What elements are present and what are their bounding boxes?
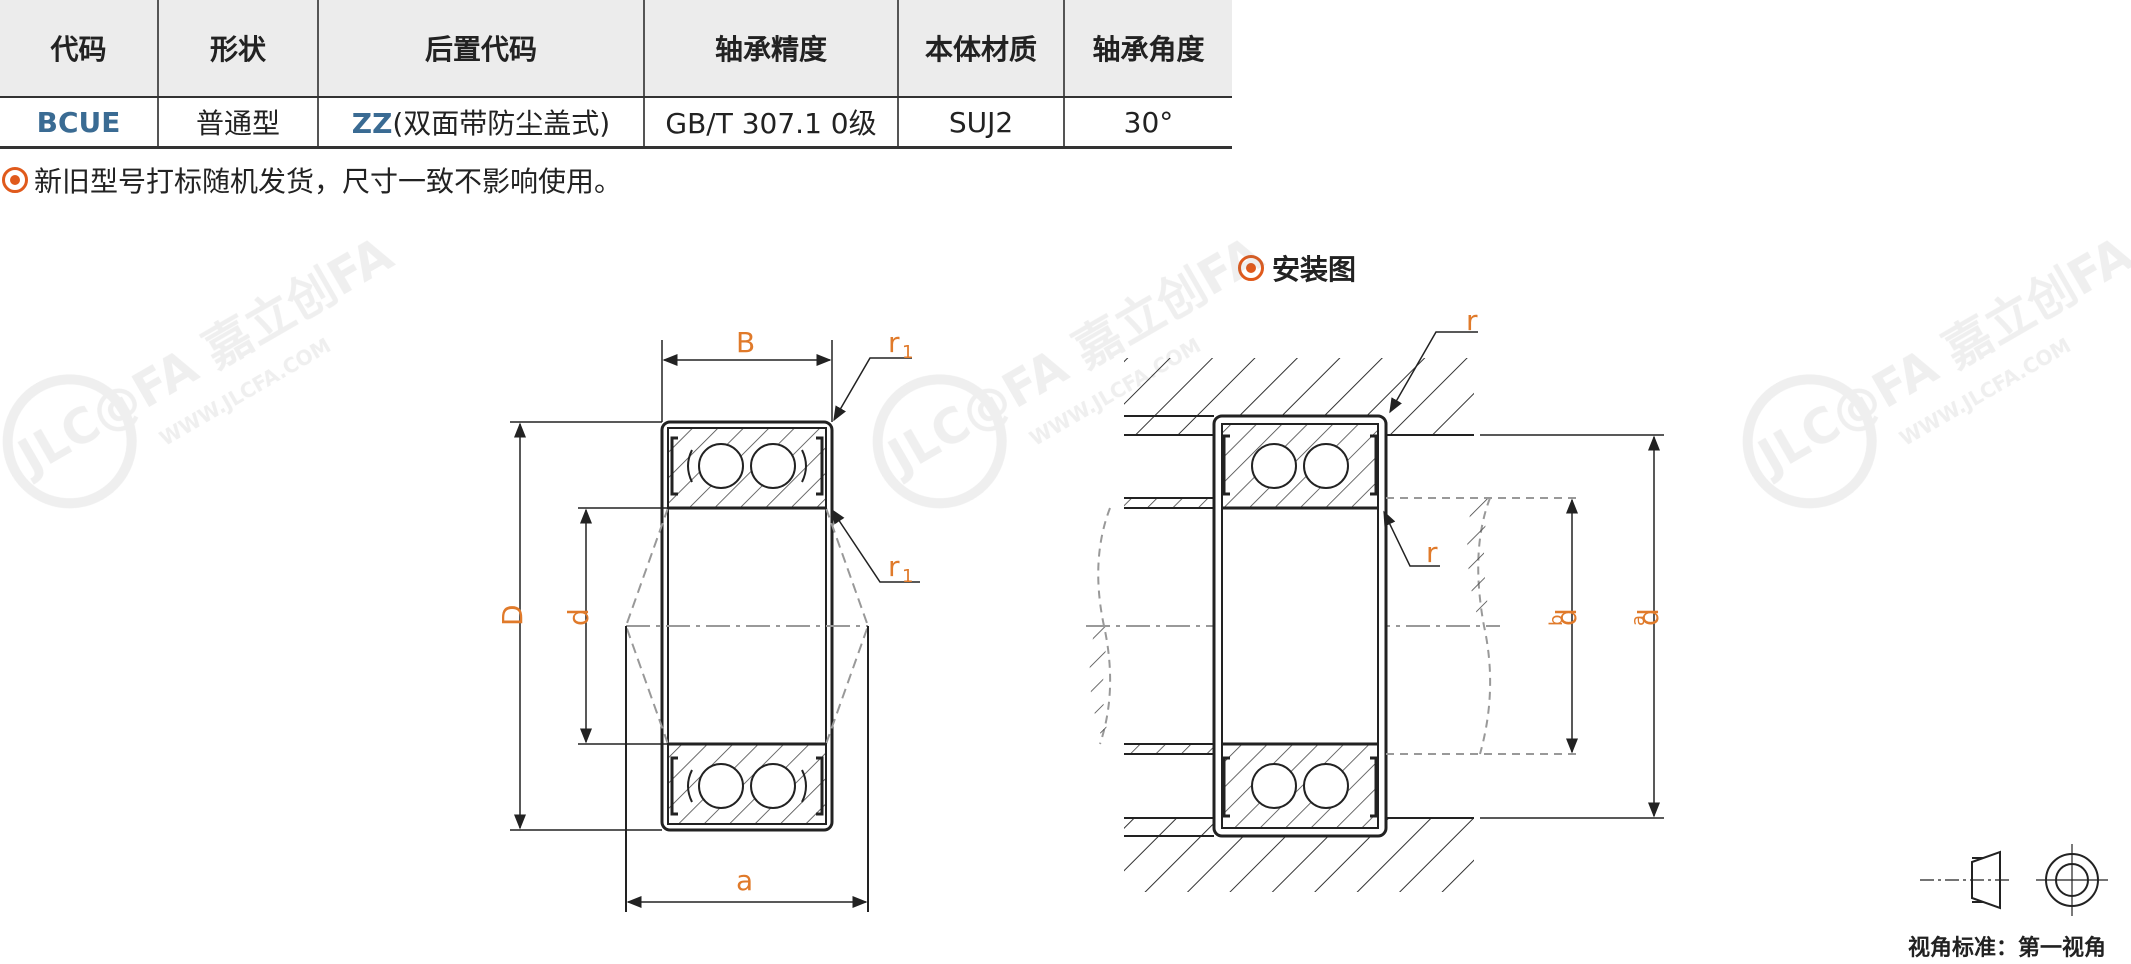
view-standard: 视角标准：第一视角 bbox=[1908, 936, 2107, 961]
cell-angle: 30° bbox=[1064, 97, 1232, 149]
header-shape: 形状 bbox=[158, 0, 319, 98]
bearing-section-view bbox=[510, 340, 920, 912]
suffix-code: ZZ bbox=[351, 107, 393, 140]
label-db-sub: b bbox=[1546, 615, 1567, 626]
cell-precision: GB/T 307.1 0级 bbox=[644, 97, 899, 149]
label-a: a bbox=[736, 864, 753, 897]
cell-material: SUJ2 bbox=[898, 97, 1065, 149]
projection-symbol-icon bbox=[1920, 844, 2108, 916]
cell-shape: 普通型 bbox=[158, 97, 319, 149]
table-header-row: 代码 形状 后置代码 轴承精度 本体材质 轴承角度 bbox=[0, 0, 1232, 98]
label-d: d bbox=[562, 608, 595, 626]
label-da: d bbox=[1632, 608, 1665, 626]
note: 新旧型号打标随机发货，尺寸一致不影响使用。 bbox=[2, 160, 622, 200]
cell-suffix: ZZ(双面带防尘盖式) bbox=[318, 97, 645, 149]
note-text: 新旧型号打标随机发货，尺寸一致不影响使用。 bbox=[34, 165, 623, 198]
header-angle: 轴承角度 bbox=[1064, 0, 1232, 98]
spec-table: 代码 形状 后置代码 轴承精度 本体材质 轴承角度 BCUE 普通型 ZZ(双面… bbox=[0, 0, 1232, 149]
header-code: 代码 bbox=[0, 0, 159, 98]
label-r1-bottom: r bbox=[888, 550, 900, 583]
table-row: BCUE 普通型 ZZ(双面带防尘盖式) GB/T 307.1 0级 SUJ2 … bbox=[0, 97, 1232, 149]
bullet-icon bbox=[2, 167, 28, 193]
label-r1-bottom-sub: 1 bbox=[902, 566, 913, 587]
install-title: 安装图 bbox=[1238, 248, 1356, 288]
cell-code: BCUE bbox=[0, 97, 159, 149]
label-db: d bbox=[1550, 608, 1583, 626]
bullet-icon bbox=[1238, 255, 1264, 281]
install-title-text: 安装图 bbox=[1272, 253, 1357, 286]
label-B: B bbox=[736, 326, 755, 359]
label-r1-top-sub: 1 bbox=[902, 342, 913, 363]
label-da-sub: a bbox=[1628, 615, 1649, 626]
label-r-mid: r bbox=[1426, 536, 1438, 569]
suffix-desc: (双面带防尘盖式) bbox=[392, 107, 611, 140]
header-material: 本体材质 bbox=[898, 0, 1065, 98]
watermark: JLC@FA 嘉立创FA WWW.JLCFA.COM JLC@FA 嘉立创FA … bbox=[2, 226, 2131, 509]
label-r-top: r bbox=[1466, 304, 1478, 337]
label-r1-top: r bbox=[888, 326, 900, 359]
installation-view bbox=[1086, 331, 1664, 892]
label-D: D bbox=[496, 604, 529, 626]
header-precision: 轴承精度 bbox=[644, 0, 899, 98]
header-suffix-code: 后置代码 bbox=[318, 0, 645, 98]
watermark-brand: JLC@FA 嘉立创FA bbox=[1747, 226, 2131, 487]
watermark-brand: JLC@FA 嘉立创FA bbox=[7, 226, 402, 487]
